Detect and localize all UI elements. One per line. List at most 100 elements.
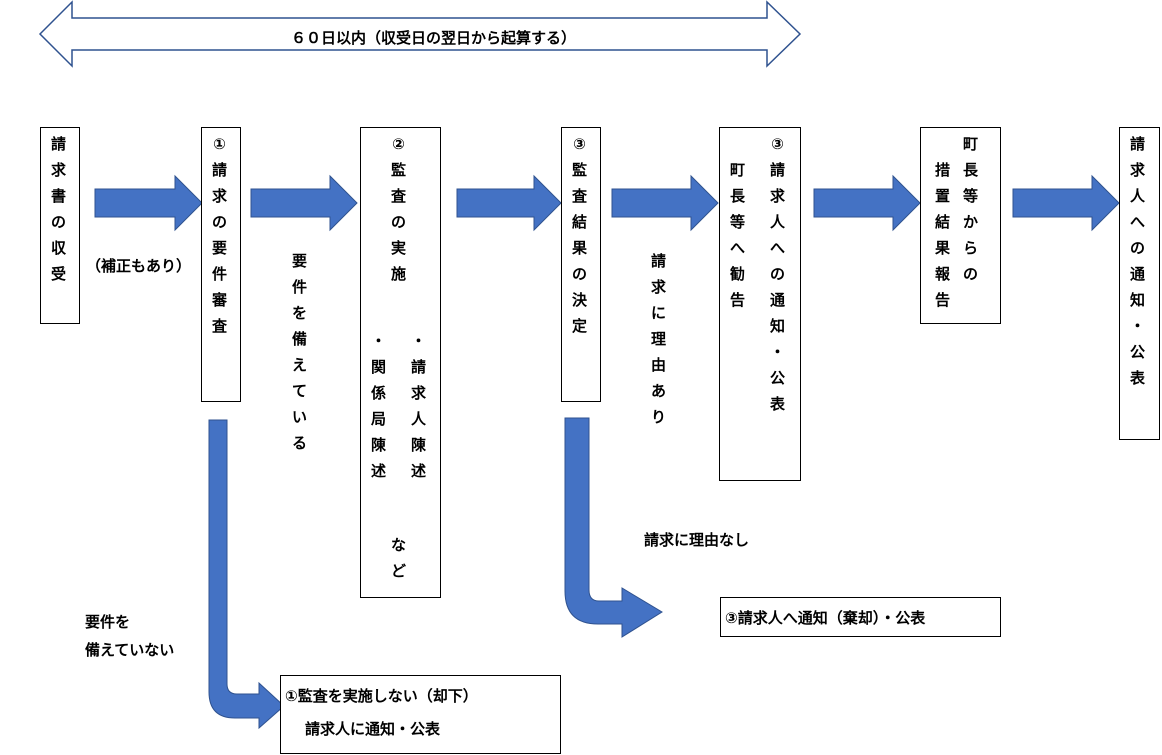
vertical-char: 人	[770, 213, 786, 231]
vertical-char: 査	[572, 187, 588, 205]
vertical-char: ・	[770, 343, 786, 361]
vertical-char: 請	[651, 252, 667, 270]
has-reason-label: 請求に理由あり	[651, 248, 666, 430]
final-box: 請求人への通知・公表	[1119, 127, 1160, 440]
vertical-char: 結	[935, 213, 951, 231]
vertical-char: 請	[411, 358, 427, 376]
vertical-char: に	[651, 304, 667, 322]
vertical-char: 長	[730, 187, 746, 205]
vertical-char: 査	[212, 317, 228, 335]
vertical-char: て	[292, 382, 308, 400]
rejected-text: ③請求人へ通知（棄却）・公表	[725, 609, 926, 627]
vertical-char: え	[292, 356, 308, 374]
not-meet-label-2: 備えていない	[85, 641, 175, 659]
arrow-2	[250, 174, 358, 232]
vertical-char: 表	[770, 395, 786, 413]
vertical-char: な	[391, 536, 407, 554]
vertical-char: 係	[371, 384, 387, 402]
vertical-char: 査	[391, 187, 407, 205]
arrow-6	[1012, 174, 1120, 232]
vertical-char: 告	[730, 291, 746, 309]
vertical-char: い	[292, 408, 308, 426]
vertical-char: る	[292, 434, 308, 452]
vertical-char: 述	[411, 462, 427, 480]
vertical-char: 請	[212, 161, 228, 179]
vertical-char: 施	[391, 265, 407, 283]
vertical-char: の	[963, 265, 979, 283]
bent-arrow-dismissed	[208, 419, 285, 730]
vertical-char: 定	[572, 317, 588, 335]
dismissed-text-2: 請求人に通知・公表	[305, 720, 441, 738]
vertical-char: の	[391, 213, 407, 231]
bent-arrow-rejected	[564, 417, 663, 638]
vertical-char: を	[292, 304, 308, 322]
vertical-char: 果	[572, 239, 588, 257]
dismissed-box: ①監査を実施しない（却下） 請求人に通知・公表	[280, 675, 561, 754]
vertical-char: 由	[651, 356, 667, 374]
vertical-char: 知	[1130, 291, 1146, 309]
vertical-char: の	[51, 213, 67, 231]
vertical-char: 請	[1130, 135, 1146, 153]
vertical-char: 陳	[411, 436, 427, 454]
period-label: ６０日以内（収受日の翌日から起算する）	[291, 29, 577, 47]
vertical-char: 求	[1130, 161, 1146, 179]
vertical-char: 公	[1130, 343, 1146, 361]
vertical-char: 長	[963, 161, 979, 179]
vertical-char: か	[963, 213, 979, 231]
vertical-char: 人	[411, 410, 427, 428]
vertical-char: 局	[371, 410, 387, 428]
vertical-char: 人	[1130, 187, 1146, 205]
vertical-char: 陳	[371, 436, 387, 454]
arrow-5	[813, 174, 921, 232]
vertical-char: 理	[651, 330, 667, 348]
vertical-char: り	[651, 408, 667, 426]
vertical-char: 要	[292, 252, 308, 270]
vertical-char: 措	[935, 161, 951, 179]
vertical-char: 求	[411, 384, 427, 402]
vertical-char: 報	[935, 265, 951, 283]
vertical-char: 結	[572, 213, 588, 231]
vertical-char: 関	[371, 358, 387, 376]
vertical-char: 表	[1130, 369, 1146, 387]
rejected-box: ③請求人へ通知（棄却）・公表	[720, 597, 1001, 637]
period-double-arrow	[38, 0, 802, 68]
no-reason-label: 請求に理由なし	[644, 531, 750, 549]
vertical-char: 通	[1130, 265, 1146, 283]
receipt-text: 請求書の収受	[51, 131, 66, 287]
vertical-char: ら	[963, 239, 979, 257]
vertical-char: へ	[1130, 213, 1146, 231]
vertical-char: 書	[51, 187, 67, 205]
vertical-char: 述	[371, 462, 387, 480]
vertical-char: ③	[771, 135, 784, 153]
vertical-char: 町	[730, 161, 746, 179]
vertical-char: 収	[51, 239, 67, 257]
vertical-char: ・	[371, 332, 387, 350]
vertical-char: 監	[391, 161, 407, 179]
vertical-char: あ	[651, 382, 667, 400]
arrow-3	[456, 174, 562, 232]
vertical-char: 置	[935, 187, 951, 205]
vertical-char: 審	[212, 291, 228, 309]
vertical-char: 備	[292, 330, 308, 348]
correction-label: （補正もあり）	[86, 257, 192, 275]
vertical-char: 請	[51, 135, 67, 153]
vertical-char: へ	[770, 239, 786, 257]
measures-box: 町長等からの 措置結果報告	[920, 127, 1001, 324]
vertical-char: 要	[212, 239, 228, 257]
vertical-char: の	[1130, 239, 1146, 257]
vertical-char: 求	[770, 187, 786, 205]
vertical-char: の	[212, 213, 228, 231]
vertical-char: 受	[51, 265, 67, 283]
vertical-char: 等	[963, 187, 979, 205]
vertical-char: 通	[770, 291, 786, 309]
measures-col-right: 町長等からの	[963, 131, 978, 287]
vertical-char: 件	[212, 265, 228, 283]
